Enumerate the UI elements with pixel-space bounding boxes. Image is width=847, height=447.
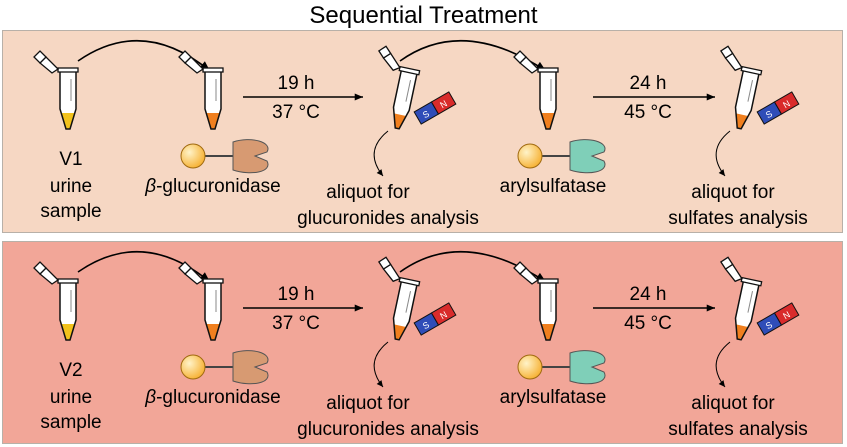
aliquot1-label-line2: glucuronides analysis	[297, 208, 479, 229]
aliquot1-label-line2: glucuronides analysis	[297, 419, 479, 440]
sample-label-line1: urine	[49, 387, 93, 408]
enzyme1-prefix: β	[145, 176, 157, 197]
magnet-north-label: N	[781, 98, 792, 110]
magnet-tube-1	[377, 256, 421, 342]
magnet-south-label: S	[421, 109, 431, 121]
magnet-2: SN	[756, 91, 800, 125]
magnet-2: SN	[756, 302, 800, 336]
aliquot2-arrow-head	[718, 169, 725, 176]
enzyme2-label: arylsulfatase	[499, 176, 607, 197]
magnet-tube-2	[719, 45, 763, 131]
step2-arrow-head	[706, 304, 715, 312]
aliquot1-arrow	[373, 341, 389, 388]
sample-label-line1: urine	[49, 176, 93, 197]
aliquot1-arrow-head	[376, 169, 383, 176]
magnet-south-label: S	[764, 109, 774, 121]
sample-label-line2: sample	[40, 201, 102, 222]
diagram-title: Sequential Treatment	[309, 2, 538, 29]
magnet-north-label: N	[781, 309, 792, 321]
aliquot2-label-line1: aliquot for	[691, 182, 775, 203]
aliquot2-label-line2: sulfates analysis	[668, 208, 808, 229]
enzyme1-name: -glucuronidase	[156, 176, 281, 197]
aliquot1-label-line1: aliquot for	[326, 182, 410, 203]
sample-tube	[33, 261, 79, 341]
aliquot2-label-line1: aliquot for	[691, 393, 775, 414]
magnet-north-label: N	[438, 98, 449, 110]
enzyme1-bead	[180, 350, 269, 385]
enzyme1-label: β-glucuronidase	[128, 387, 298, 409]
enzyme2-label: arylsulfatase	[499, 387, 607, 408]
magnet-1: SN	[413, 91, 457, 125]
enzyme1-prefix: β	[145, 387, 157, 408]
aliquot1-arrow	[373, 130, 389, 177]
aliquot2-arrow	[715, 130, 731, 177]
enzyme1-tube	[178, 261, 224, 341]
sample-id-label: V1	[59, 149, 83, 170]
step1-temperature: 37 °C	[272, 102, 320, 123]
aliquot2-label-line2: sulfates analysis	[668, 419, 808, 440]
step1-arrow-head	[354, 304, 363, 312]
step2-arrow-head	[706, 93, 715, 101]
step1-arrow-head	[354, 93, 363, 101]
step2-time: 24 h	[629, 284, 667, 305]
enzyme2-tube	[513, 50, 559, 130]
aliquot2-arrow-head	[718, 380, 725, 387]
sample-tube	[33, 50, 79, 130]
enzyme2-bead	[517, 350, 606, 385]
enzyme1-label: β-glucuronidase	[128, 176, 298, 198]
sample-id-label: V2	[59, 360, 83, 381]
magnet-north-label: N	[438, 309, 449, 321]
magnet-tube-1	[377, 45, 421, 131]
step2-time: 24 h	[629, 73, 667, 94]
enzyme1-bead	[180, 139, 269, 174]
step1-time: 19 h	[277, 284, 315, 305]
enzyme1-name: -glucuronidase	[156, 387, 281, 408]
step2-temperature: 45 °C	[624, 102, 672, 123]
magnet-1: SN	[413, 302, 457, 336]
aliquot1-label-line1: aliquot for	[326, 393, 410, 414]
aliquot1-arrow-head	[376, 380, 383, 387]
aliquot2-arrow	[715, 341, 731, 388]
magnet-south-label: S	[421, 320, 431, 332]
enzyme2-tube	[513, 261, 559, 341]
step2-temperature: 45 °C	[624, 313, 672, 334]
enzyme1-tube	[178, 50, 224, 130]
step1-temperature: 37 °C	[272, 313, 320, 334]
magnet-south-label: S	[764, 320, 774, 332]
step1-time: 19 h	[277, 73, 315, 94]
enzyme2-bead	[517, 139, 606, 174]
magnet-tube-2	[719, 256, 763, 342]
sample-label-line2: sample	[40, 412, 102, 433]
